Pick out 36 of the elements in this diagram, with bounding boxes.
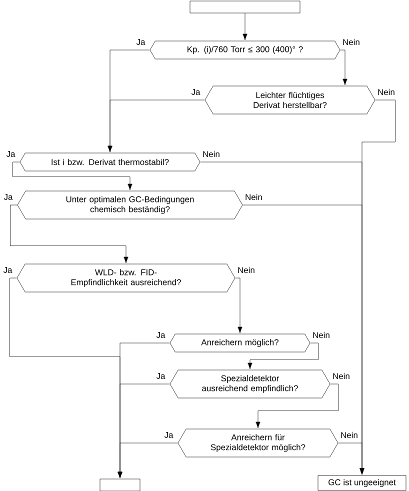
edge-label: Nein <box>238 266 254 274</box>
edge-label: Nein <box>313 332 330 338</box>
edge-label: Ja <box>136 39 146 45</box>
edge-label: Ja <box>4 194 13 200</box>
edge-label: Nein <box>343 38 360 46</box>
arrow <box>340 50 348 86</box>
decision-hexagon: Anreichern möglich? <box>170 334 310 352</box>
process-box <box>190 0 300 14</box>
decision-hexagon: Anreichern für Spezialdetektor möglich? <box>178 428 338 458</box>
decision-hexagon: WLD- bzw. FID-Empfindlichkeit ausreichend? <box>16 264 236 292</box>
edge-label: Nein <box>341 432 358 438</box>
edge-label: Ja <box>164 432 174 438</box>
edge-label: Nein <box>203 150 220 158</box>
arrow <box>12 162 132 190</box>
arrow <box>338 442 364 475</box>
arrow <box>108 100 205 152</box>
edge-label: Ja <box>156 373 166 379</box>
edge-label: Nein <box>333 372 350 380</box>
arrow <box>10 204 128 264</box>
decision-hexagon: Leichter flüchtiges Derivat herstellbar? <box>204 86 376 114</box>
decision-hexagon: Ist i bzw. Derivat thermostabil? <box>20 152 200 172</box>
arrow <box>118 442 178 478</box>
edge-label: Ja <box>191 89 200 95</box>
decision-hexagon: Unter optimalen GC-Bedingungen chemisch beständig? <box>17 190 243 220</box>
edge-label: Ja <box>156 332 166 338</box>
arrow <box>248 342 318 370</box>
edge-label: Nein <box>378 88 394 96</box>
edge-label: Nein <box>246 194 262 200</box>
arrow <box>235 278 242 334</box>
arrow <box>256 384 338 428</box>
process-box <box>100 478 140 491</box>
decision-hexagon: Spezialdetektor ausreichend empfindlich? <box>170 370 330 398</box>
result-box: GC ist ungeeignet <box>318 475 406 491</box>
edge-label: Ja <box>3 267 12 273</box>
edge-label: Ja <box>6 151 16 157</box>
arrow <box>242 13 248 40</box>
